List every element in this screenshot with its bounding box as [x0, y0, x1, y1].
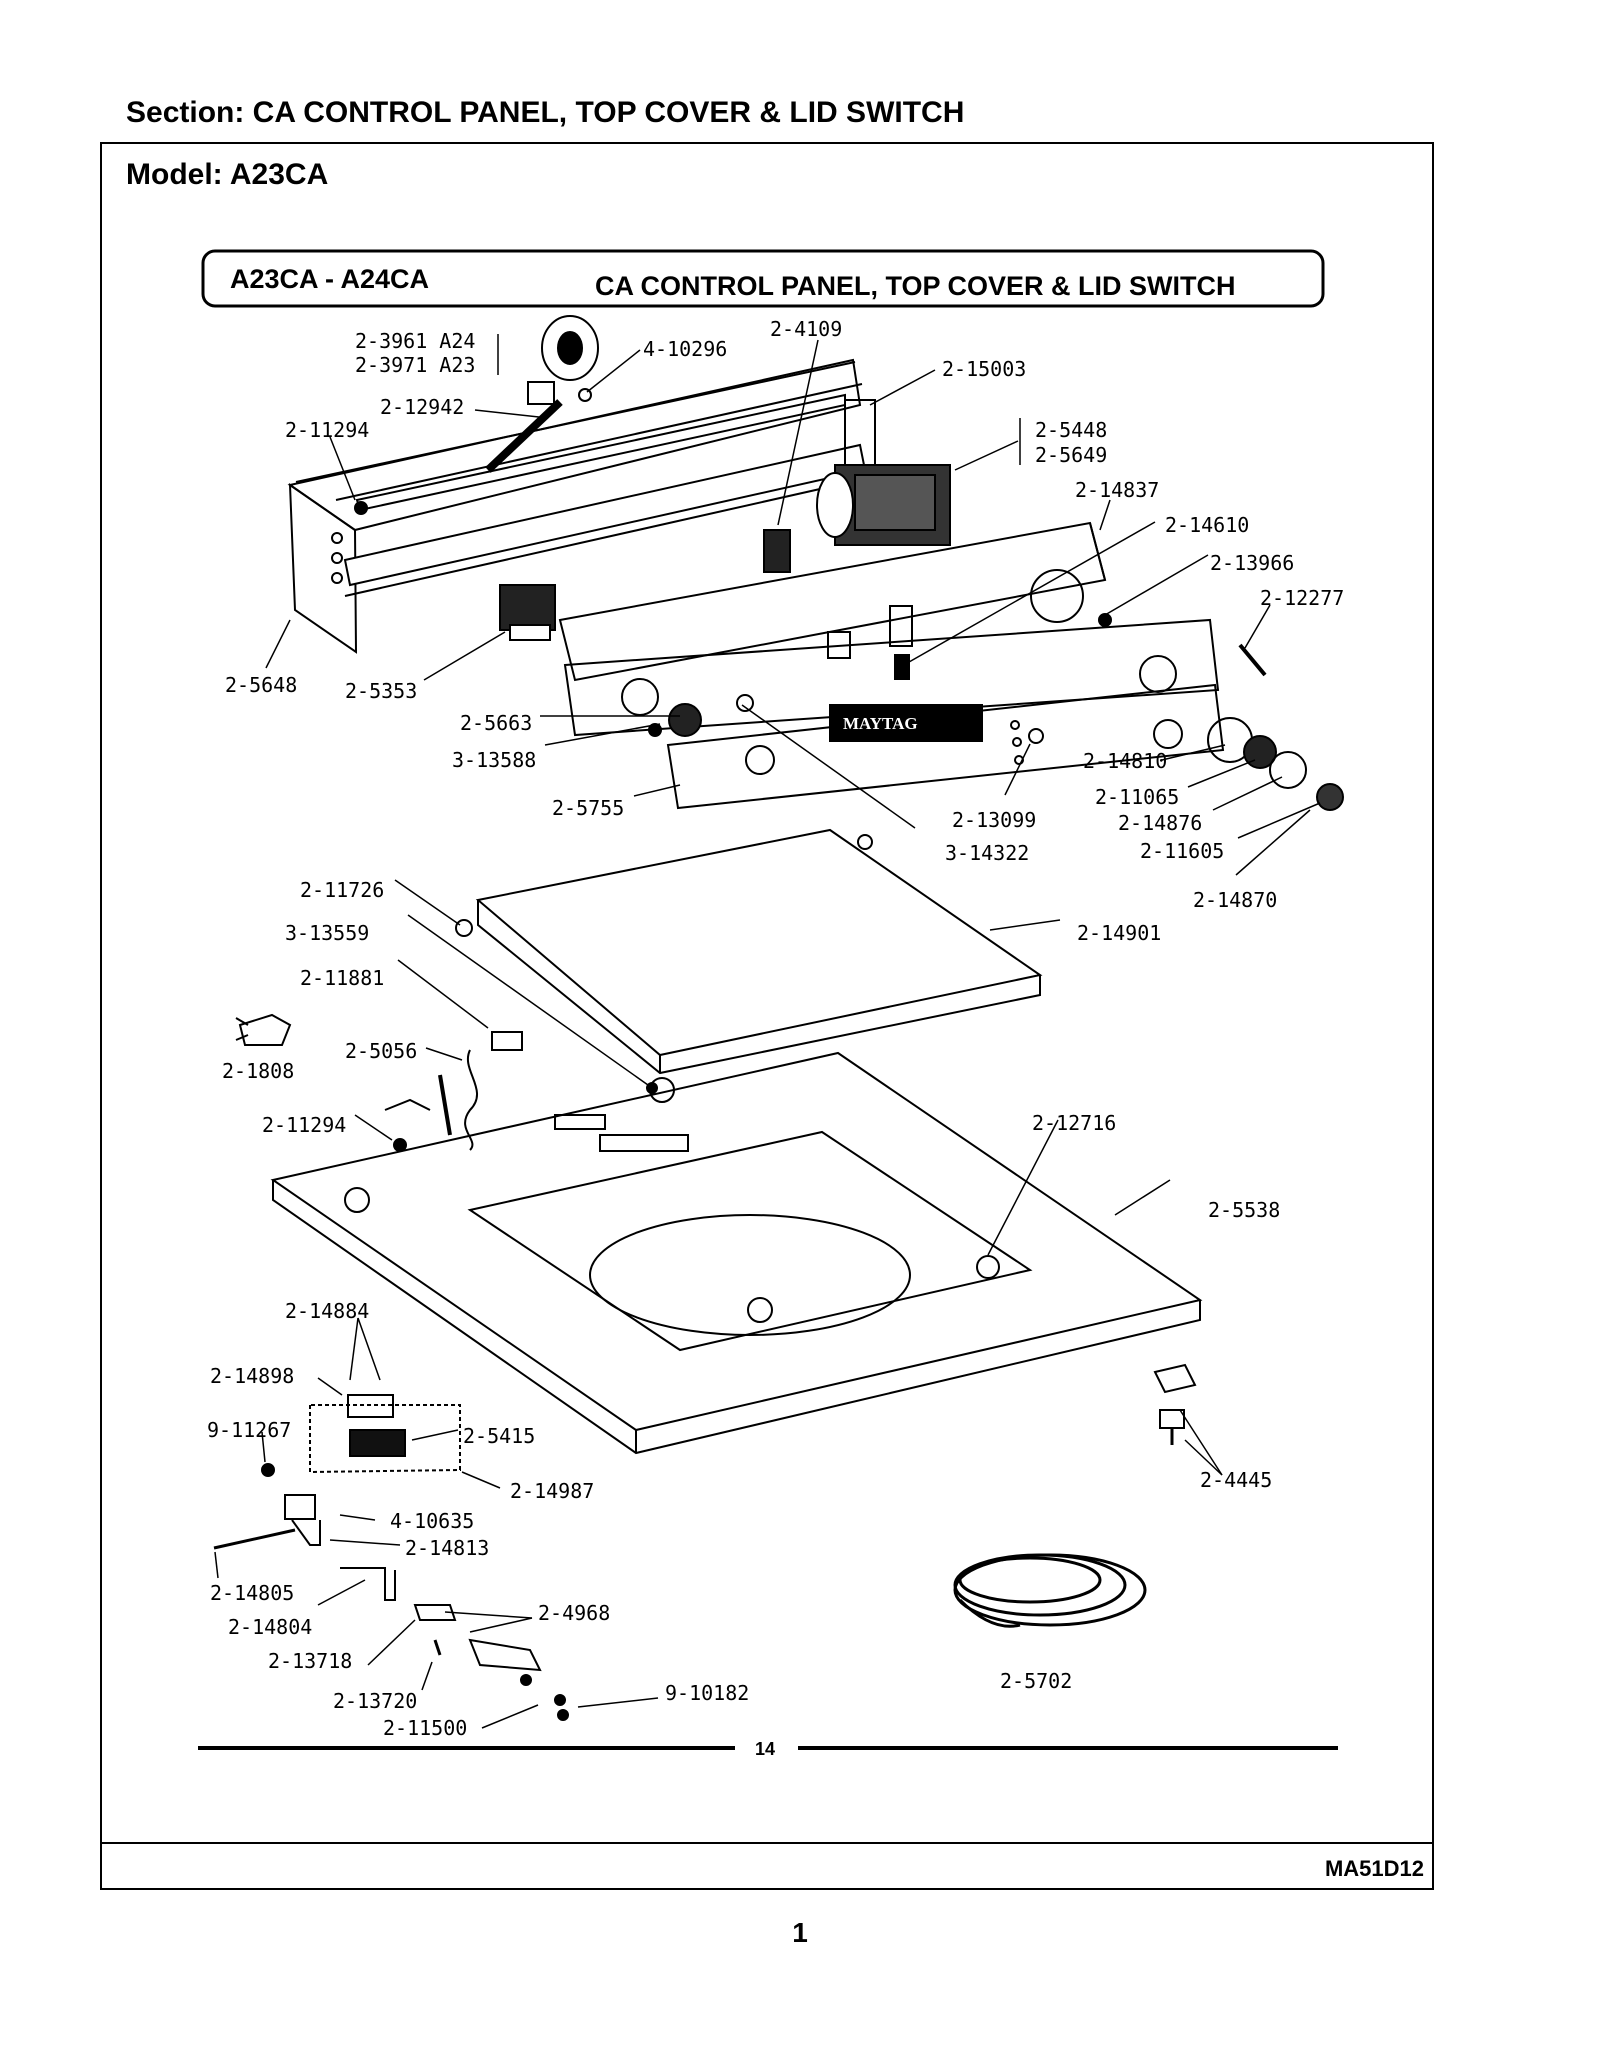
callout-2-15003: 2-15003: [942, 357, 1026, 381]
callout-2-14810: 2-14810: [1083, 749, 1167, 773]
callout-2-11294-bottom: 2-11294: [262, 1113, 346, 1137]
page-marker: 14: [755, 1739, 775, 1759]
callout-2-5448: 2-5448: [1035, 418, 1107, 442]
callout-2-4968: 2-4968: [538, 1601, 610, 1625]
callout-2-14987: 2-14987: [510, 1479, 594, 1503]
callout-2-13718: 2-13718: [268, 1649, 352, 1673]
callout-3-13588: 3-13588: [452, 748, 536, 772]
callout-2-14837: 2-14837: [1075, 478, 1159, 502]
callout-2-14870: 2-14870: [1193, 888, 1277, 912]
callout-2-11500: 2-11500: [383, 1716, 467, 1740]
callout-2-12277: 2-12277: [1260, 586, 1344, 610]
selector-switch-part: [816, 464, 951, 546]
callout-2-14898: 2-14898: [210, 1364, 294, 1388]
callout-2-14884: 2-14884: [285, 1299, 369, 1323]
top-cover-part: [270, 1051, 1203, 1455]
callout-9-10182: 9-10182: [665, 1681, 749, 1705]
callout-2-4109: 2-4109: [770, 317, 842, 341]
callout-2-5702: 2-5702: [1000, 1669, 1072, 1693]
console-back-panel: [287, 358, 876, 654]
callout-2-5649: 2-5649: [1035, 443, 1107, 467]
clip-parts: [1153, 1363, 1197, 1445]
banner-section: CA CONTROL PANEL, TOP COVER & LID SWITCH: [595, 271, 1236, 301]
section-title: Section: CA CONTROL PANEL, TOP COVER & L…: [126, 96, 965, 129]
callout-2-1808: 2-1808: [222, 1059, 294, 1083]
cord-part: [485, 399, 563, 473]
callout-2-3961: 2-3961 A24: [355, 329, 475, 353]
small-switch-part: [763, 529, 791, 573]
document-code: MA51D12: [1324, 1856, 1424, 1881]
diagram-frame: [100, 142, 1434, 1890]
callout-2-5056: 2-5056: [345, 1039, 417, 1063]
banner-models: A23CA - A24CA: [230, 264, 429, 294]
callout-4-10296: 4-10296: [643, 337, 727, 361]
callout-2-13099: 2-13099: [952, 808, 1036, 832]
callout-2-14813: 2-14813: [405, 1536, 489, 1560]
diagram-banner: [201, 249, 1325, 308]
callout-labels: 2-3961 A24 2-3971 A23 4-10296 2-4109 2-1…: [207, 317, 1344, 1740]
callout-2-14804: 2-14804: [228, 1615, 312, 1639]
callout-2-12716: 2-12716: [1032, 1111, 1116, 1135]
leader-lines: [214, 334, 1321, 1729]
callout-2-14610: 2-14610: [1165, 513, 1249, 537]
rotary-switch-part: [499, 584, 556, 641]
callout-3-13559: 3-13559: [285, 921, 369, 945]
callout-2-3971: 2-3971 A23: [355, 353, 475, 377]
callout-2-11605: 2-11605: [1140, 839, 1224, 863]
control-panel-bracket: [558, 521, 1220, 737]
lid-part: [455, 828, 1043, 1075]
timer-motor-part: [527, 315, 599, 405]
callout-3-14322: 3-14322: [945, 841, 1029, 865]
lid-switch-assembly: [213, 1394, 569, 1721]
model-title: Model: A23CA: [126, 158, 329, 191]
page-number: 1: [792, 1917, 808, 1948]
callout-2-5755: 2-5755: [552, 796, 624, 820]
callout-2-13720: 2-13720: [333, 1689, 417, 1713]
wire-harness-part: [953, 1553, 1147, 1628]
screw-parts: [354, 501, 1267, 737]
callout-2-14901: 2-14901: [1077, 921, 1161, 945]
callout-2-14805: 2-14805: [210, 1581, 294, 1605]
callout-2-5353: 2-5353: [345, 679, 417, 703]
callout-2-13966: 2-13966: [1210, 551, 1294, 575]
control-knob-parts: [1207, 717, 1344, 811]
water-level-switch-part: [384, 1031, 523, 1151]
callout-2-11881: 2-11881: [300, 966, 384, 990]
callout-2-12942: 2-12942: [380, 395, 464, 419]
callout-2-11726: 2-11726: [300, 878, 384, 902]
footer-divider: [100, 1842, 1434, 1844]
callout-2-5415: 2-5415: [463, 1424, 535, 1448]
callout-2-14876: 2-14876: [1118, 811, 1202, 835]
callout-2-5538: 2-5538: [1208, 1198, 1280, 1222]
plug-part: [235, 1013, 292, 1046]
callout-2-11065: 2-11065: [1095, 785, 1179, 809]
callout-2-4445: 2-4445: [1200, 1468, 1272, 1492]
maytag-brand: MAYTAG: [843, 714, 918, 733]
callout-2-5648: 2-5648: [225, 673, 297, 697]
callout-9-11267: 9-11267: [207, 1418, 291, 1442]
callout-4-10635: 4-10635: [390, 1509, 474, 1533]
callout-2-11294-top: 2-11294: [285, 418, 369, 442]
callout-2-5663: 2-5663: [460, 711, 532, 735]
